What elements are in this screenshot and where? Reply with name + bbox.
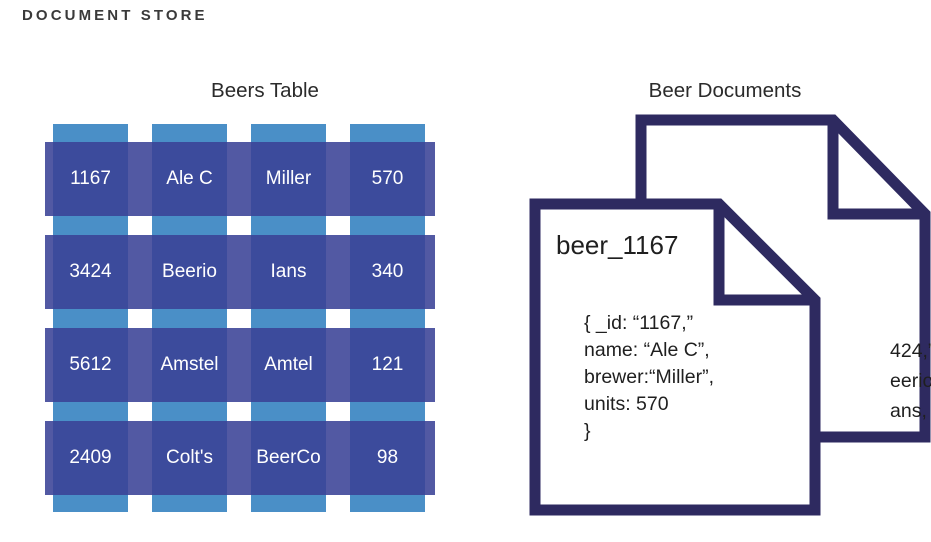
table-cell: Ians xyxy=(270,261,307,282)
front-document-line: name: “Ale C”, xyxy=(584,339,710,361)
table-cell: Amtel xyxy=(264,354,313,375)
table-cell: 98 xyxy=(376,447,399,468)
table-row-band-4 xyxy=(45,421,435,495)
table-cell: Beerio xyxy=(162,261,217,282)
table-cell: Ale C xyxy=(166,168,213,189)
table-cell: 5612 xyxy=(69,354,112,375)
table-row-band-2 xyxy=(45,235,435,309)
front-document-line: units: 570 xyxy=(584,393,669,415)
table-cell: 340 xyxy=(371,261,404,282)
table-cell: 570 xyxy=(371,168,404,189)
beers-table-heading: Beers Table xyxy=(211,79,319,102)
table-cell: Miller xyxy=(265,168,312,189)
back-document-fold-icon xyxy=(827,120,925,220)
table-cell: BeerCo xyxy=(256,447,321,468)
back-document-text: 424,” eerio”, ans, xyxy=(890,336,931,426)
page-title: DOCUMENT STORE xyxy=(22,7,208,24)
front-document-line: } xyxy=(584,420,591,442)
table-cell: 3424 xyxy=(69,261,112,282)
front-document-text: { _id: “1167,” name: “Ale C”, brewer:“Mi… xyxy=(584,310,714,445)
front-document-line: { _id: “1167,” xyxy=(584,312,694,334)
beer-documents-heading: Beer Documents xyxy=(648,79,802,102)
front-document-outline xyxy=(529,198,821,516)
table-cell: 2409 xyxy=(69,447,112,468)
back-document-line: ans, xyxy=(890,400,927,422)
table-cell: Amstel xyxy=(160,354,219,375)
beers-table-graphic: 1167 Ale C Miller 570 3424 Beerio Ians 3… xyxy=(45,120,435,515)
table-cell: 121 xyxy=(371,354,404,375)
table-cell: 1167 xyxy=(70,168,111,189)
front-document-line: brewer:“Miller”, xyxy=(584,366,715,388)
back-document-line: eerio”, xyxy=(890,370,931,392)
front-document-label: beer_1167 xyxy=(556,230,679,260)
table-row-band-3 xyxy=(45,328,435,402)
back-document-line: 424,” xyxy=(890,340,931,362)
table-row-band-1 xyxy=(45,142,435,216)
table-cell: Colt's xyxy=(166,447,213,468)
beer-documents-graphic: 424,” eerio”, ans, beer_1167 { _id: “116… xyxy=(505,110,931,520)
front-document-fold-icon xyxy=(713,204,815,306)
